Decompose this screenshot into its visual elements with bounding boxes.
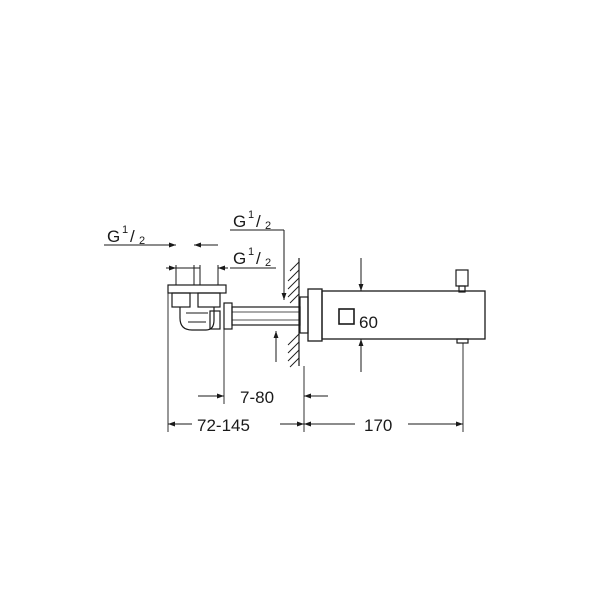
concealed-body (167, 265, 227, 331)
svg-text:2: 2 (265, 257, 271, 269)
svg-text:1: 1 (248, 246, 254, 258)
thread-callout-left: G 1 / 2 (104, 224, 218, 248)
spout: 60 (307, 269, 486, 344)
svg-text:1: 1 (248, 209, 254, 221)
extension-pipe (223, 296, 309, 334)
dim-body-range-label: 72-145 (197, 416, 250, 435)
svg-text:2: 2 (265, 220, 271, 232)
svg-text:G: G (107, 227, 120, 246)
extension-lines (167, 293, 464, 432)
thread-callout-mid: G 1 / 2 (166, 246, 279, 362)
svg-text:2: 2 (139, 235, 145, 247)
dimension-bottom-row: 72-145 170 (168, 416, 463, 435)
svg-text:G: G (233, 212, 246, 231)
svg-text:/: / (256, 212, 261, 231)
diverter-knob (455, 269, 469, 293)
svg-text:/: / (130, 227, 135, 246)
dim-spout-length-label: 170 (364, 416, 392, 435)
square-profile-icon (338, 308, 355, 325)
height-dimension (322, 258, 372, 372)
svg-text:7-80: 7-80 (240, 388, 274, 407)
svg-text:G: G (233, 249, 246, 268)
square-size-label: 60 (359, 313, 378, 332)
wall (287, 258, 300, 368)
svg-text:1: 1 (122, 224, 128, 236)
wall-hatching (287, 261, 300, 368)
svg-text:/: / (256, 249, 261, 268)
thread-callout-top: G 1 / 2 (230, 209, 287, 300)
dimension-wall-range: 7-80 (198, 388, 328, 407)
spout-outlet (456, 338, 469, 344)
